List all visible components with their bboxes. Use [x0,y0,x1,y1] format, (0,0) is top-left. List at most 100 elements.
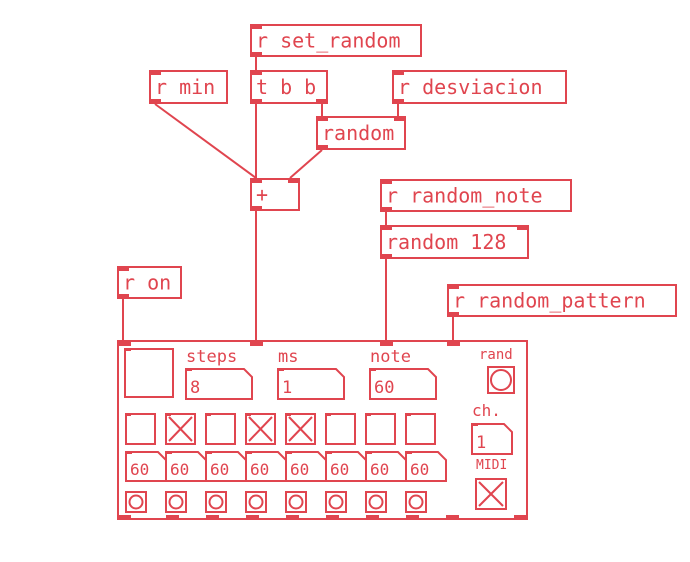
inlet[interactable] [250,341,263,346]
object-text: + [256,183,268,207]
object-random[interactable]: random [316,116,406,150]
step-note-number[interactable]: 60 [245,451,287,482]
step-bang[interactable] [405,491,427,513]
outlet[interactable] [149,99,161,104]
object-on[interactable]: r on [117,266,182,299]
step-note-number[interactable]: 60 [405,451,447,482]
object-random-128[interactable]: random 128 [380,225,529,259]
channel-number[interactable]: 1 [471,423,513,455]
object-trigger[interactable]: t b b [250,70,328,104]
inlet[interactable] [447,341,460,346]
rand-bang[interactable] [487,366,515,394]
object-text: t b b [256,75,316,99]
label-note: note [370,347,411,367]
step-note-number[interactable]: 60 [205,451,247,482]
step-bang[interactable] [325,491,347,513]
step-note-number[interactable]: 60 [285,451,327,482]
step-note-number[interactable]: 60 [165,451,207,482]
step-bang[interactable] [365,491,387,513]
step-toggle[interactable] [365,413,396,445]
outlet[interactable] [380,254,392,259]
label-rand: rand [479,347,513,363]
step-toggle[interactable] [285,413,316,445]
inlet[interactable] [250,70,262,75]
outlet[interactable] [447,312,459,317]
label-channel: ch. [472,401,501,420]
step-note-number[interactable]: 60 [125,451,167,482]
outlet[interactable] [406,515,419,520]
inlet[interactable] [149,70,161,75]
object-min[interactable]: r min [149,70,228,104]
inlet[interactable] [250,24,262,29]
outlet[interactable] [380,207,392,212]
step-toggle[interactable] [125,413,156,445]
step-note-number[interactable]: 60 [365,451,407,482]
svg-text:60: 60 [210,460,229,479]
label-ms: ms [278,347,298,367]
object-text: r min [155,75,215,99]
outlet[interactable] [250,206,262,211]
inlet[interactable] [118,341,131,346]
object-set-random[interactable]: r set_random [250,24,422,57]
svg-text:8: 8 [190,378,200,398]
inlet[interactable] [392,70,404,75]
object-random-pattern[interactable]: r random_pattern [447,284,677,317]
outlet[interactable] [250,52,262,57]
outlet[interactable] [366,515,379,520]
inlet[interactable] [394,116,406,121]
outlet[interactable] [392,99,404,104]
outlet[interactable] [446,515,459,520]
svg-text:1: 1 [282,378,292,398]
start-bang[interactable] [124,348,174,398]
step-bang[interactable] [245,491,267,513]
object-desviacion[interactable]: r desviacion [392,70,567,104]
outlet[interactable] [250,99,262,104]
outlet[interactable] [118,515,131,520]
object-plus[interactable]: + [250,178,300,211]
step-note-number[interactable]: 60 [325,451,367,482]
svg-text:60: 60 [250,460,269,479]
step-toggle[interactable] [245,413,276,445]
outlet[interactable] [166,515,179,520]
inlet[interactable] [250,178,262,183]
step-toggle[interactable] [165,413,196,445]
inlet[interactable] [117,266,129,271]
object-text: random [322,121,394,145]
step-bang[interactable] [125,491,147,513]
inlet[interactable] [447,284,459,289]
outlet[interactable] [316,145,328,150]
inlet[interactable] [316,116,328,121]
object-random-note[interactable]: r random_note [380,179,572,212]
outlet[interactable] [286,515,299,520]
step-bang[interactable] [165,491,187,513]
object-text: random 128 [386,230,506,254]
step-toggle[interactable] [405,413,436,445]
outlet[interactable] [326,515,339,520]
inlet[interactable] [517,225,529,230]
inlet[interactable] [380,341,393,346]
outlet[interactable] [316,99,328,104]
outlet[interactable] [246,515,259,520]
step-toggle[interactable] [325,413,356,445]
svg-text:1: 1 [476,433,486,453]
svg-text:60: 60 [170,460,189,479]
object-text: r set_random [256,29,401,53]
note-number[interactable]: 60 [369,368,437,400]
svg-text:60: 60 [370,460,389,479]
object-text: r on [123,271,171,295]
outlet[interactable] [206,515,219,520]
inlet[interactable] [380,225,392,230]
midi-toggle[interactable] [475,478,507,510]
steps-number[interactable]: 8 [185,368,253,400]
step-bang[interactable] [285,491,307,513]
inlet[interactable] [288,178,300,183]
patch-cords [122,57,454,341]
step-bang[interactable] [205,491,227,513]
ms-number[interactable]: 1 [277,368,345,400]
inlet[interactable] [380,179,392,184]
object-text: r random_pattern [453,289,646,313]
step-toggle[interactable] [205,413,236,445]
outlet[interactable] [117,294,129,299]
outlet[interactable] [514,515,527,520]
